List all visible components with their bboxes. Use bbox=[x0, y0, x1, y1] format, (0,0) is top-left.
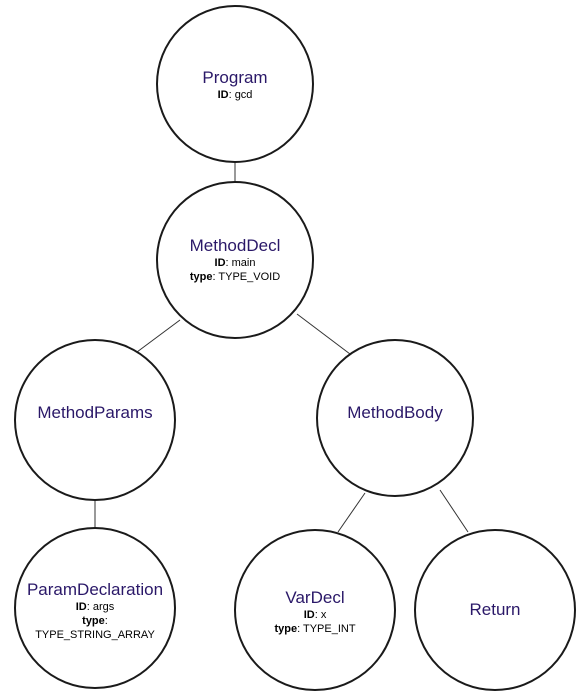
attr-key: ID bbox=[75, 601, 87, 613]
node-vardecl: VarDecl ID: x type: TYPE_INT bbox=[225, 588, 405, 636]
node-title: Program bbox=[202, 68, 268, 87]
attr-key: type bbox=[274, 623, 298, 635]
attr-value: TYPE_VOID bbox=[218, 271, 281, 283]
attr-key: ID bbox=[217, 89, 229, 101]
edge-methodbody-vardecl bbox=[337, 492, 366, 533]
node-attr: type: TYPE_VOID bbox=[189, 271, 281, 283]
attr-key: ID bbox=[303, 609, 315, 621]
node-title: VarDecl bbox=[285, 588, 345, 607]
attr-value: TYPE_INT bbox=[302, 623, 356, 635]
node-methodbody: MethodBody bbox=[305, 403, 485, 423]
node-title: ParamDeclaration bbox=[26, 580, 164, 599]
node-methodparams: MethodParams bbox=[5, 403, 185, 423]
attr-value: x bbox=[320, 609, 327, 621]
node-attr: ID: args bbox=[75, 601, 115, 613]
node-title: MethodDecl bbox=[189, 236, 281, 255]
node-title: Return bbox=[469, 600, 521, 619]
attr-value: gcd bbox=[234, 89, 253, 101]
node-return: Return bbox=[405, 600, 583, 620]
node-attr: ID: x bbox=[303, 609, 327, 621]
node-methodparams-circle bbox=[14, 339, 176, 501]
node-methoddecl: MethodDecl ID: main type: TYPE_VOID bbox=[145, 236, 325, 284]
node-attr: ID: gcd bbox=[217, 89, 253, 101]
node-attr: ID: main bbox=[214, 257, 256, 269]
node-paramdecl-circle bbox=[14, 527, 176, 689]
node-attr: type: TYPE_INT bbox=[274, 623, 356, 635]
node-attr: type: bbox=[82, 615, 108, 627]
node-methoddecl-circle bbox=[156, 181, 314, 339]
node-return-circle bbox=[414, 529, 576, 691]
node-title: MethodParams bbox=[37, 403, 153, 422]
attr-key: ID bbox=[214, 257, 226, 269]
node-title: MethodBody bbox=[347, 403, 443, 422]
edge-methoddecl-methodparams bbox=[136, 319, 181, 353]
node-vardecl-circle bbox=[234, 529, 396, 691]
node-methodbody-circle bbox=[316, 339, 474, 497]
attr-value: args bbox=[92, 601, 115, 613]
attr-value: main bbox=[231, 257, 256, 269]
node-program-circle bbox=[156, 5, 314, 163]
node-program: Program ID: gcd bbox=[145, 68, 325, 102]
attr-key: type bbox=[82, 615, 105, 627]
node-paramdecl: ParamDeclaration ID: args type: TYPE_STR… bbox=[5, 580, 185, 642]
node-attr-value-wrapped: TYPE_STRING_ARRAY bbox=[35, 629, 155, 641]
attr-key: type bbox=[189, 271, 213, 283]
edge-methodbody-return bbox=[439, 489, 469, 533]
edge-methoddecl-methodbody bbox=[296, 313, 351, 355]
